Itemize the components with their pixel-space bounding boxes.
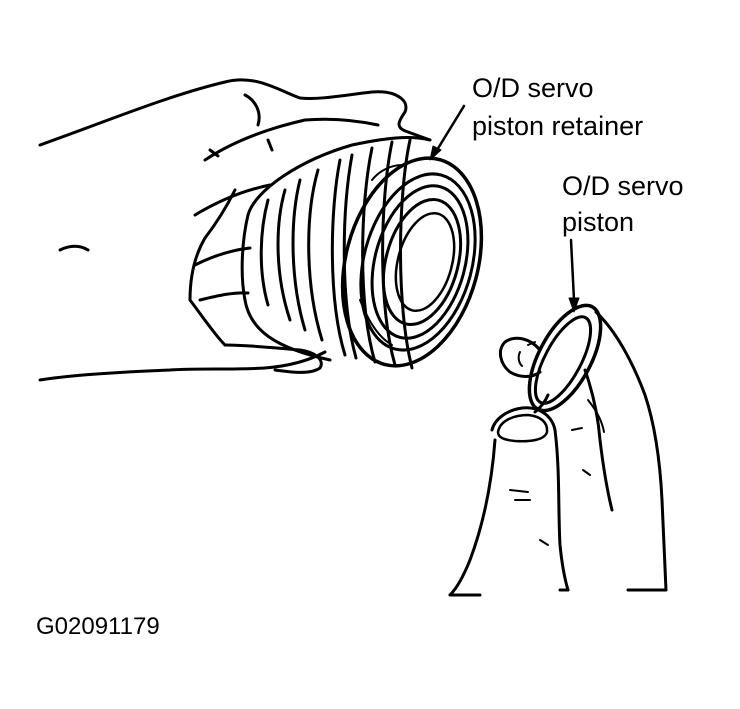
- piston-leader-line: [569, 238, 576, 302]
- piston-label-line-2: piston: [562, 207, 635, 237]
- retainer-label-line-2: piston retainer: [472, 111, 644, 141]
- retainer-leader-arrowhead: [429, 145, 442, 161]
- servo-piston-illustration: [498, 303, 603, 414]
- retainer-label-line-1: O/D servo: [472, 73, 594, 103]
- servo-piston-retainer-illustration: [240, 136, 484, 370]
- figure-id: G02091179: [36, 613, 160, 640]
- left-hand-illustration: [38, 78, 432, 382]
- right-hand-illustration: [448, 310, 668, 597]
- retainer-leader-line: [435, 104, 466, 152]
- piston-leader-arrowhead: [568, 297, 580, 313]
- piston-label-line-1: O/D servo: [562, 171, 684, 201]
